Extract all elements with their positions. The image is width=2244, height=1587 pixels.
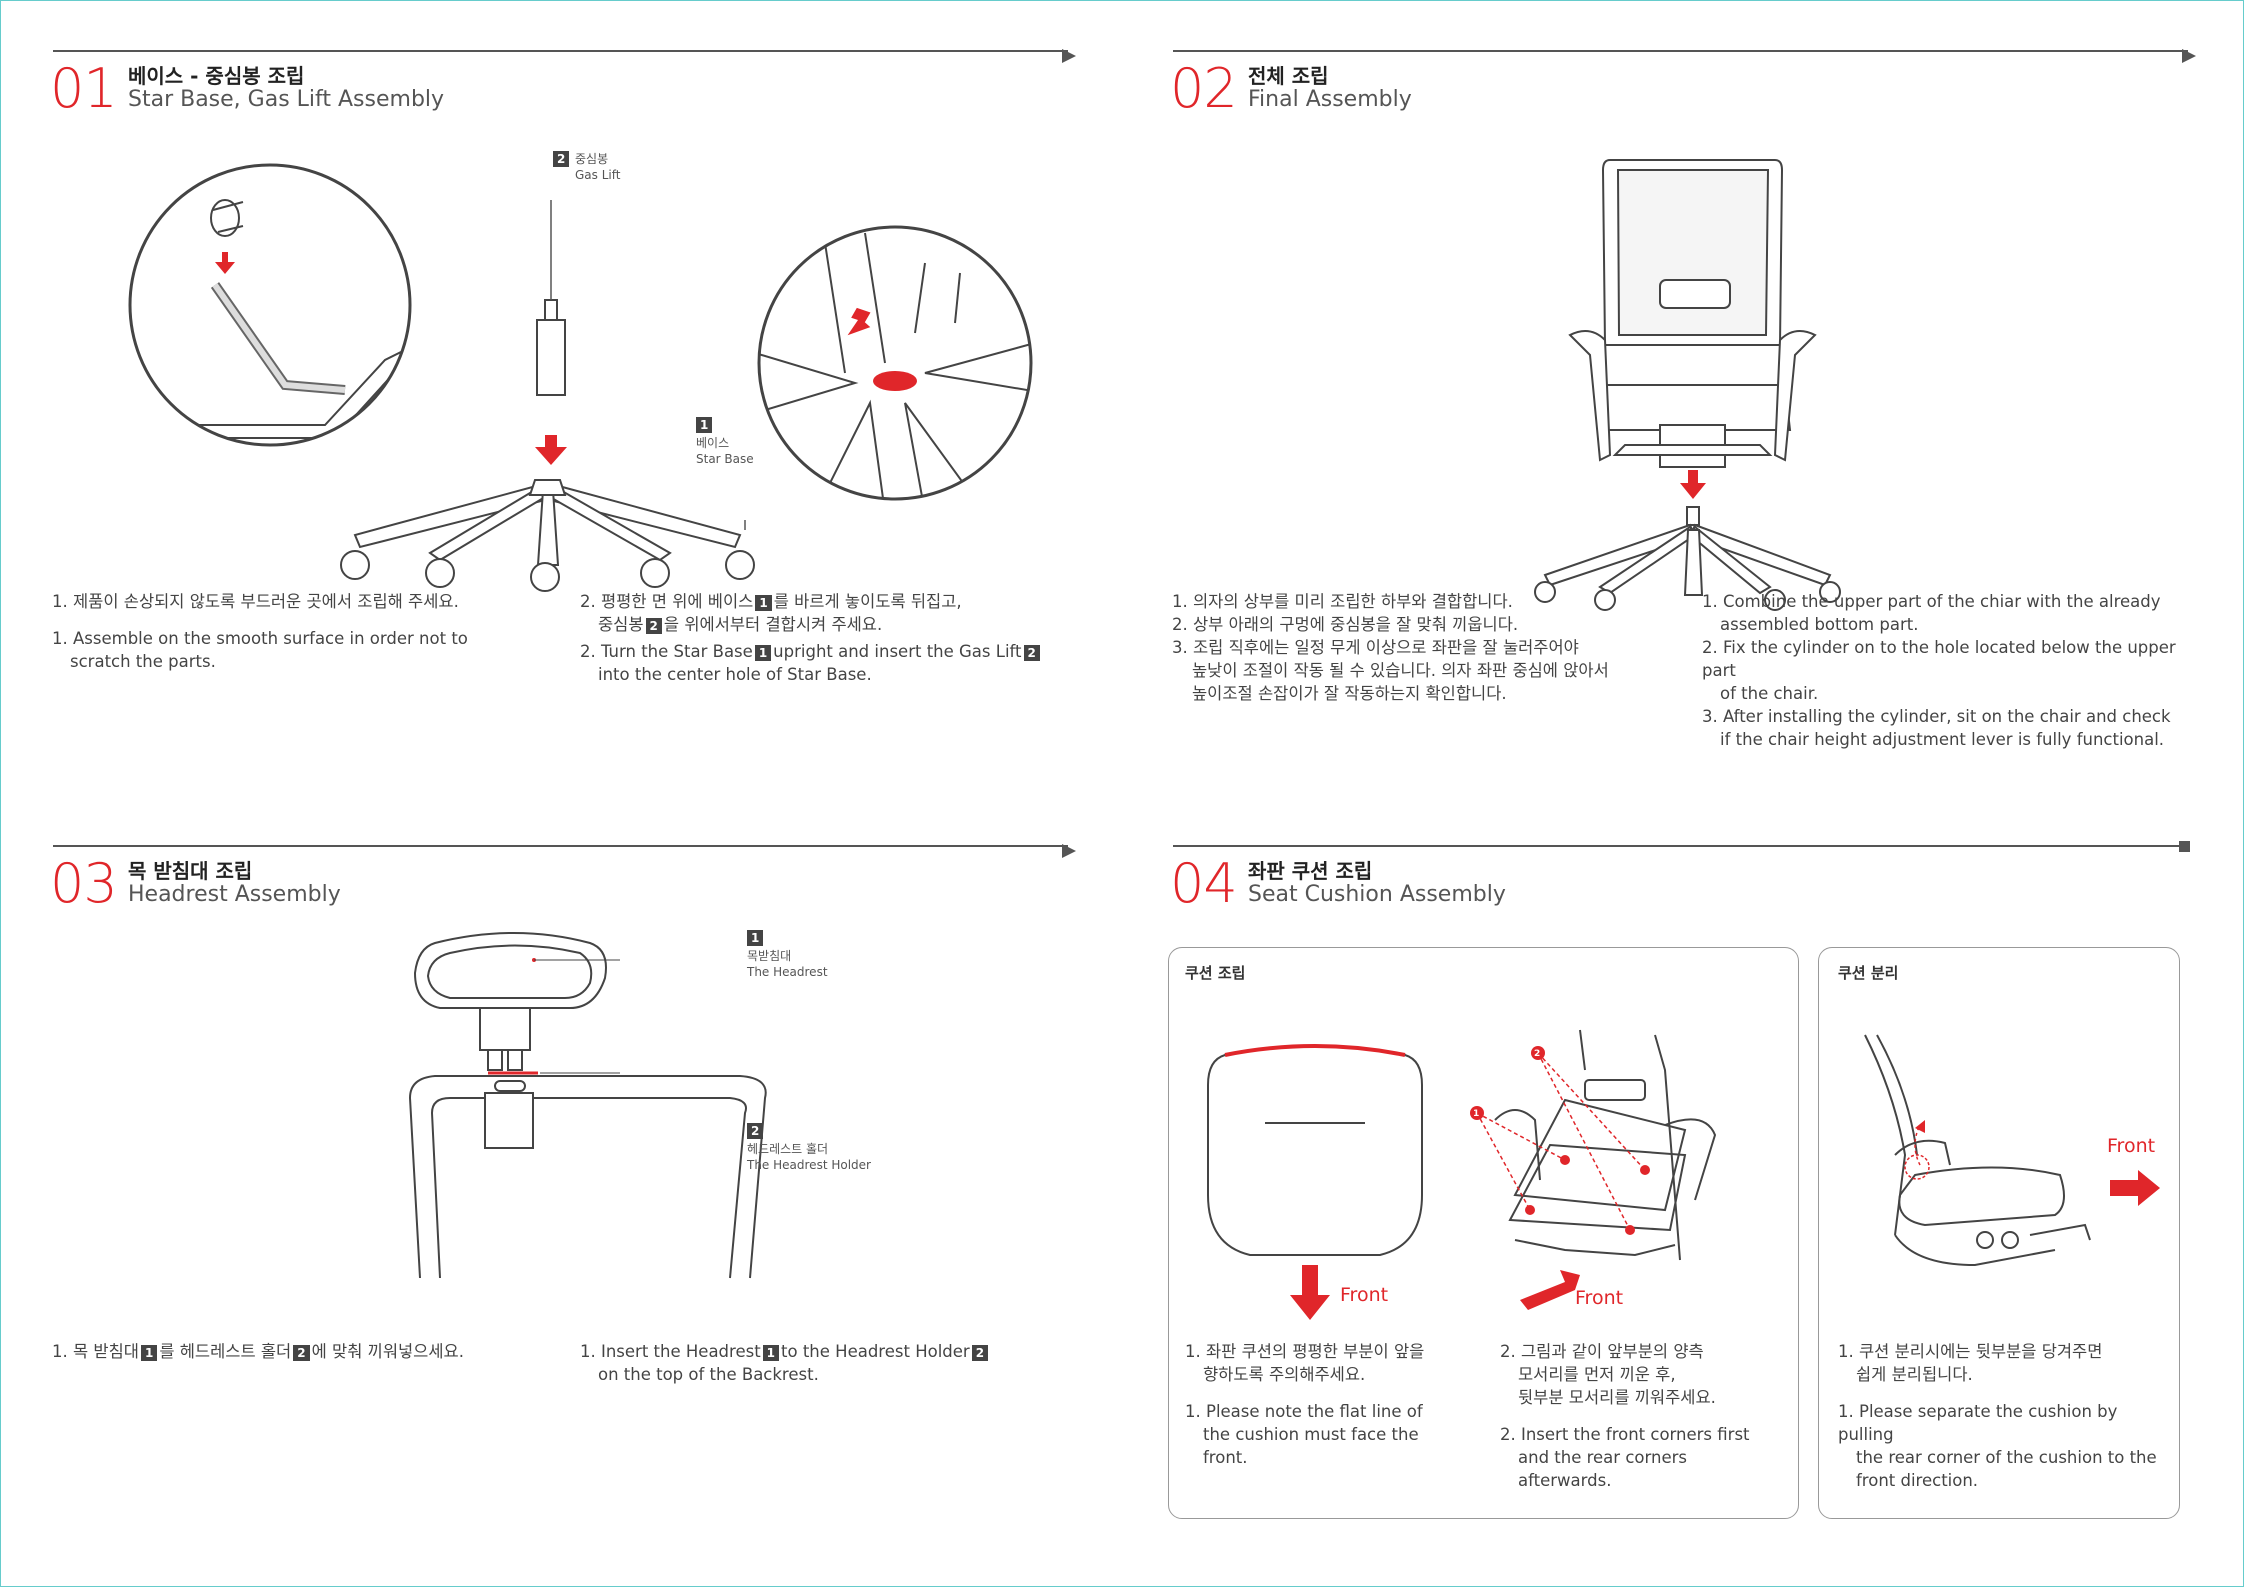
caster-detail-illustration [128,163,412,447]
cushion-assembly-title: 쿠션 조립 [1185,964,1246,982]
star-base-label: 1 베이스 Star Base [696,417,754,466]
section-title-en: Final Assembly [1248,87,1412,112]
final-steps-en: 1. Combine the upper part of the chiar w… [1702,592,2176,749]
front-arrow-icon [2110,1170,2160,1206]
section-title-ko: 목 받침대 조립 [128,859,253,883]
section-number: 02 [1170,57,1238,120]
section-title-ko: 좌판 쿠션 조립 [1248,859,1373,883]
section-number: 01 [50,57,118,120]
rule-arrow-icon [2182,49,2196,63]
front-label: Front [1575,1287,1624,1309]
marker-2: 2 [1534,1049,1541,1059]
cushion-removal-illustration [1864,1034,2091,1267]
star-base-illustration [340,200,755,592]
cushion-removal-step: 1. 쿠션 분리시에는 뒷부분을 당겨주면 쉽게 분리됩니다. 1. Pleas… [1838,1342,2157,1490]
step1: 1. 제품이 손상되지 않도록 부드러운 곳에서 조립해 주세요. 1. Ass… [52,592,468,671]
headrest-illustration [408,932,767,1279]
section-title-ko: 전체 조립 [1248,64,1329,88]
cushion-step2: 2. 그림과 같이 앞부분의 양측 모서리를 먼저 끼운 후, 뒷부분 모서리를… [1500,1342,1750,1490]
headrest-holder-label: 2 헤드레스트 홀더 The Headrest Holder [747,1123,871,1172]
front-label: Front [1340,1284,1389,1306]
cushion-top-view-illustration [1207,1044,1423,1256]
section-title-en: Seat Cushion Assembly [1248,882,1506,907]
section-number: 04 [1170,852,1238,915]
section-title-ko: 베이스 - 중심봉 조립 [128,64,305,88]
section-star-base: 01 베이스 - 중심봉 조립 Star Base, Gas Lift Asse… [50,45,1076,765]
cushion-step1: 1. 좌판 쿠션의 평평한 부분이 앞을 향하도록 주의해주세요. 1. Ple… [1185,1342,1425,1467]
rule-end-square [2179,841,2190,852]
front-arrow-icon [1520,1270,1580,1310]
cushion-corners-illustration [1470,1029,1717,1261]
section-title-en: Headrest Assembly [128,882,341,907]
section-rule [53,49,1076,63]
section-seat-cushion: 04 좌판 쿠션 조립 Seat Cushion Assembly 쿠션 조립 … [1168,840,2190,1540]
section-rule [1173,49,2196,63]
front-label: Front [2107,1135,2156,1157]
cushion-removal-panel [1818,947,2180,1519]
section-headrest: 03 목 받침대 조립 Headrest Assembly 1 목받침대 The… [50,840,1076,1540]
cushion-assembly-panel [1168,947,1799,1519]
final-steps-ko: 1. 의자의 상부를 미리 조립한 하부와 결합합니다. 2. 상부 아래의 구… [1172,592,1609,703]
section-final-assembly: 02 전체 조립 Final Assembly 1. 의자의 상부를 미리 조립… [1170,45,2196,765]
chair-illustration [1534,159,1841,611]
section-title-en: Star Base, Gas Lift Assembly [128,87,445,112]
headrest-label: 1 목받침대 The Headrest [747,930,828,979]
section-rule [1173,841,2190,852]
rule-arrow-icon [1062,49,1076,63]
front-arrow-icon [1290,1265,1330,1320]
cushion-removal-title: 쿠션 분리 [1838,964,1899,982]
gas-lift-label: 2 중심봉 Gas Lift [553,151,620,182]
rule-arrow-icon [1062,844,1076,858]
marker-1: 1 [1473,1109,1480,1119]
section-rule [53,844,1076,858]
base-hole-detail-illustration [757,225,1033,501]
section-number: 03 [50,852,118,915]
